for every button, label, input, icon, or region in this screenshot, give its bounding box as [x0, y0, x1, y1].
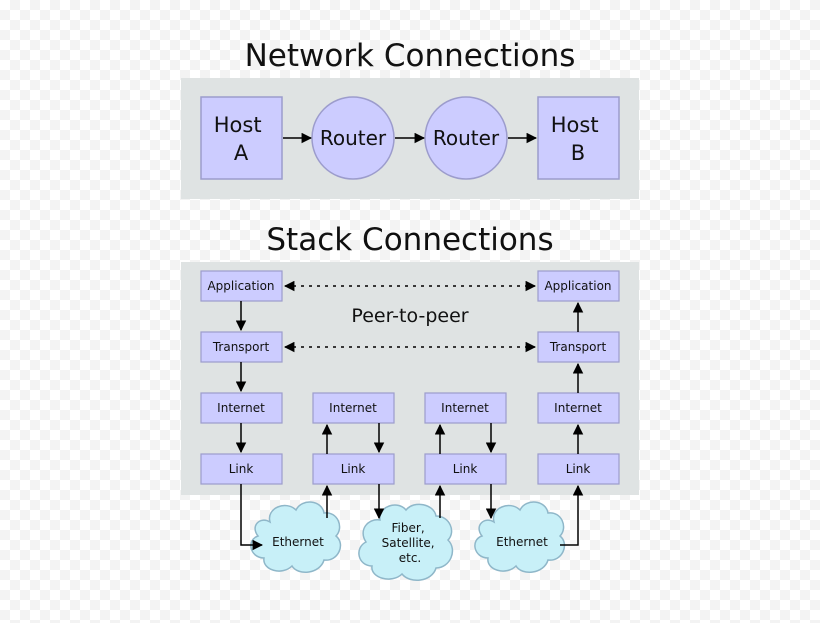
ethernet-cloud-2: Ethernet — [474, 501, 566, 573]
fiber-label-line3: etc. — [399, 551, 422, 565]
host-a-internet-label: Internet — [217, 401, 265, 415]
router-1-link-label: Link — [341, 462, 366, 476]
network-title: Network Connections — [245, 38, 576, 74]
host-a-link-label: Link — [229, 462, 254, 476]
host-b-internet-label: Internet — [554, 401, 602, 415]
host-a-label: Host A — [214, 113, 269, 165]
router-1-link-box — [312, 453, 395, 485]
arrow-host-a-link-to-ethernet-1 — [240, 484, 264, 551]
router-2-link-label: Link — [453, 462, 478, 476]
host-a-internet-box — [200, 392, 283, 424]
fiber-satellite-cloud-label: Fiber, Satellite, etc. — [382, 521, 439, 565]
peer-to-peer-label: Peer-to-peer — [351, 305, 468, 327]
host-b-label-line1: Host — [551, 113, 599, 137]
host-b-link-label: Link — [566, 462, 591, 476]
fiber-satellite-cloud: Fiber, Satellite, etc. — [358, 503, 454, 581]
router-1-label: Router — [320, 126, 387, 150]
host-a-label-line2: A — [234, 141, 249, 165]
router-1-internet-box — [312, 392, 395, 424]
host-b-application-box — [537, 270, 620, 302]
arrow-ethernet-2-to-host-b-link — [560, 484, 584, 546]
host-b-label: Host B — [551, 113, 606, 165]
stack-title: Stack Connections — [266, 222, 553, 258]
host-b-box — [537, 96, 620, 180]
host-b-transport-box — [537, 331, 620, 363]
ethernet-cloud-1: Ethernet — [250, 501, 342, 573]
ethernet-cloud-1-label: Ethernet — [272, 535, 324, 549]
host-a-transport-label: Transport — [212, 340, 270, 354]
host-a-application-label: Application — [207, 279, 274, 293]
fiber-label-line1: Fiber, — [392, 521, 425, 535]
host-a-box — [200, 96, 283, 180]
host-a-transport-box — [200, 331, 283, 363]
router-2-internet-label: Internet — [441, 401, 489, 415]
host-b-transport-label: Transport — [549, 340, 607, 354]
router-2-link-box — [424, 453, 507, 485]
ethernet-cloud-2-label: Ethernet — [496, 535, 548, 549]
router-2-internet-box — [424, 392, 507, 424]
host-b-label-line2: B — [571, 141, 585, 165]
host-b-link-box — [537, 453, 620, 485]
host-a-application-box — [200, 270, 283, 302]
host-b-internet-box — [537, 392, 620, 424]
router-2-label: Router — [433, 126, 500, 150]
host-a-link-box — [200, 453, 283, 485]
host-b-application-label: Application — [544, 279, 611, 293]
host-a-label-line1: Host — [214, 113, 262, 137]
router-1-internet-label: Internet — [329, 401, 377, 415]
fiber-label-line2: Satellite, — [382, 536, 435, 550]
